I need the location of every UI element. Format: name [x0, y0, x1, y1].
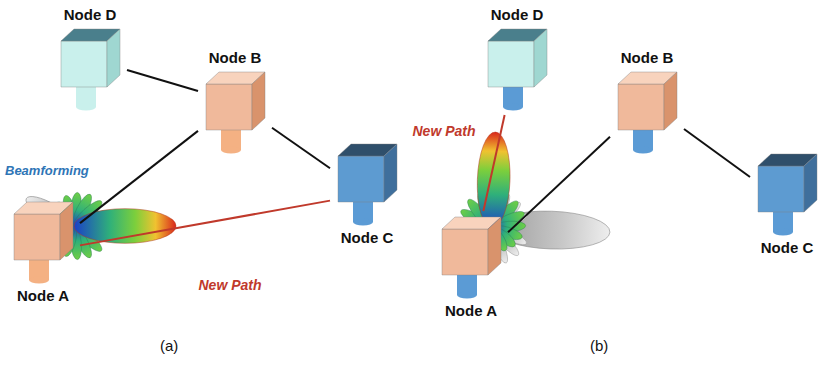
new-path-link [483, 115, 504, 211]
network-node: Node A [436, 213, 506, 321]
link-label: New Path [409, 123, 478, 140]
link-label: New Path [195, 277, 264, 294]
network-node: Node C [332, 140, 402, 248]
network-node: Node C [752, 150, 822, 258]
node-device-icon [614, 68, 680, 156]
node-label: Node C [339, 228, 396, 248]
main-lobe [476, 131, 512, 228]
node-label: Node A [15, 286, 71, 306]
network-node: Node D [55, 5, 125, 113]
mount-base [221, 147, 241, 154]
network-node: Node D [482, 5, 552, 113]
cube-face [534, 29, 547, 87]
cube-face [338, 156, 384, 202]
cube-face [61, 41, 107, 87]
mount-base [633, 147, 653, 154]
mount-base [353, 219, 373, 226]
cube-face [252, 72, 265, 130]
mount-base [457, 292, 477, 299]
node-label: Node A [443, 301, 499, 321]
mount-base [76, 104, 96, 111]
network-link [272, 128, 330, 168]
cube-face [664, 72, 677, 130]
node-device-icon [57, 25, 123, 113]
mount-base [773, 229, 793, 236]
cube-face [442, 229, 488, 275]
mount-base [29, 277, 49, 284]
new-path-link [80, 201, 330, 246]
node-label: Node D [62, 5, 119, 25]
network-link [127, 70, 198, 91]
node-label: Node B [207, 48, 264, 68]
network-link [508, 137, 610, 233]
node-label: Node D [489, 5, 546, 25]
network-node: Node B [612, 48, 682, 156]
network-link [684, 129, 750, 177]
cube-face [804, 154, 817, 212]
node-device-icon [438, 213, 504, 301]
panel-label: (b) [590, 337, 608, 354]
node-label: Node B [619, 48, 676, 68]
cube-face [107, 29, 120, 87]
cube-face [618, 84, 664, 130]
cube-face [488, 217, 501, 275]
network-node: Node B [200, 48, 270, 156]
node-device-icon [10, 198, 76, 286]
cube-face [14, 214, 60, 260]
annotation-label: Beamforming [5, 163, 89, 178]
cube-face [206, 84, 252, 130]
cube-face [384, 144, 397, 202]
panel-label: (a) [160, 337, 178, 354]
node-device-icon [484, 25, 550, 113]
cube-face [60, 202, 73, 260]
cube-face [758, 166, 804, 212]
mount-base [503, 104, 523, 111]
node-device-icon [202, 68, 268, 156]
cube-face [488, 41, 534, 87]
node-label: Node C [759, 238, 816, 258]
node-device-icon [754, 150, 820, 238]
node-device-icon [334, 140, 400, 228]
network-link [80, 131, 198, 223]
network-node: Node A [8, 198, 78, 306]
